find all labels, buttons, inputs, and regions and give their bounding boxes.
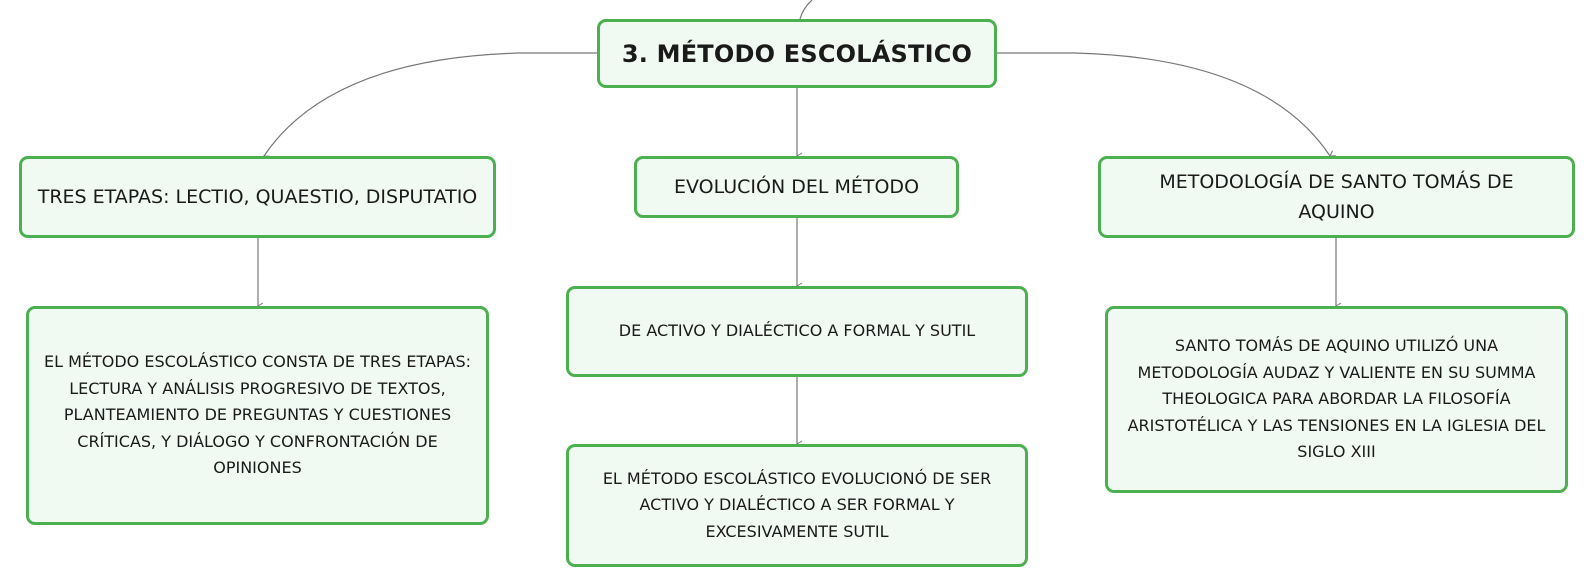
node-metodologia-detail[interactable]: SANTO TOMÁS DE AQUINO UTILIZÓ UNA METODO… [1105, 306, 1568, 493]
root-node-label: 3. MÉTODO ESCOLÁSTICO [621, 39, 973, 68]
connector-parent-to-root [799, 0, 813, 20]
node-evolucion-detail[interactable]: EL MÉTODO ESCOLÁSTICO EVOLUCIONÓ DE SER … [566, 444, 1028, 567]
node-evolucion-label: EVOLUCIÓN DEL MÉTODO [673, 176, 920, 198]
node-tres-etapas-detail-text: EL MÉTODO ESCOLÁSTICO CONSTA DE TRES ETA… [43, 352, 472, 478]
node-tres-etapas-label: TRES ETAPAS: LECTIO, QUAESTIO, DISPUTATI… [37, 186, 478, 208]
node-evolucion-del-metodo[interactable]: EVOLUCIÓN DEL MÉTODO [634, 156, 959, 218]
node-tres-etapas[interactable]: TRES ETAPAS: LECTIO, QUAESTIO, DISPUTATI… [19, 156, 496, 238]
root-node-metodo-escolastico[interactable]: 3. MÉTODO ESCOLÁSTICO [597, 19, 997, 88]
node-metodologia-santo-tomas[interactable]: METODOLOGÍA DE SANTO TOMÁS DE AQUINO [1098, 156, 1575, 238]
node-metodologia-detail-text: SANTO TOMÁS DE AQUINO UTILIZÓ UNA METODO… [1127, 336, 1546, 462]
connector-root-to-etapas [263, 52, 597, 162]
node-evolucion-subtitle-text: DE ACTIVO Y DIALÉCTICO A FORMAL Y SUTIL [618, 321, 976, 341]
connector-root-to-metodologia [997, 52, 1336, 157]
node-tres-etapas-detail[interactable]: EL MÉTODO ESCOLÁSTICO CONSTA DE TRES ETA… [26, 306, 489, 525]
node-evolucion-subtitle[interactable]: DE ACTIVO Y DIALÉCTICO A FORMAL Y SUTIL [566, 286, 1028, 377]
node-metodologia-label: METODOLOGÍA DE SANTO TOMÁS DE AQUINO [1159, 171, 1514, 223]
node-evolucion-detail-text: EL MÉTODO ESCOLÁSTICO EVOLUCIONÓ DE SER … [602, 468, 992, 541]
